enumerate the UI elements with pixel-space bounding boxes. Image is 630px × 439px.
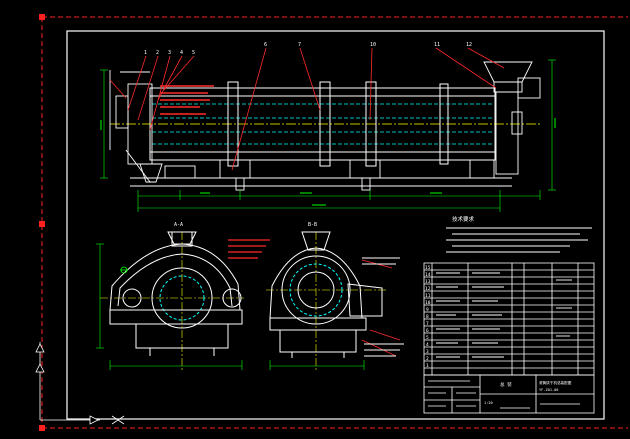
bom-grid <box>423 262 595 376</box>
callout-6: 6 <box>264 42 267 48</box>
view-b-label: B-B <box>308 222 317 228</box>
bom-row-12: 12 <box>425 286 431 292</box>
drawing-frame <box>66 30 605 420</box>
main-view-dimensions <box>100 59 556 212</box>
drawing-scale: 1:20 <box>484 401 493 405</box>
title-block[interactable]: 总 装 滚筒烘干机总装配图 YF-Z01-00 1:20 <box>423 374 595 414</box>
callout-7: 7 <box>298 42 301 48</box>
bom-row-8: 8 <box>426 314 429 320</box>
title-block-grid <box>423 374 595 414</box>
paper-border <box>41 16 628 429</box>
inlet-annotation-block <box>160 85 214 115</box>
callout-3: 3 <box>168 50 171 56</box>
bom-row-15: 15 <box>425 265 431 271</box>
main-elevation-view[interactable]: 1 2 3 4 5 6 7 10 11 12 <box>100 42 556 212</box>
bom-row-1: 1 <box>426 363 429 369</box>
drawing-name: 滚筒烘干机总装配图 <box>539 380 572 385</box>
callout-10: 10 <box>370 42 376 48</box>
bom-row-numbers: 15 14 13 12 11 10 9 8 7 6 5 4 3 2 1 <box>425 265 431 369</box>
bom-row-6: 6 <box>426 328 429 334</box>
bom-row-13: 13 <box>425 279 431 285</box>
callout-leaders <box>109 47 505 171</box>
bill-of-materials[interactable]: 15 14 13 12 11 10 9 8 7 6 5 4 3 2 1 <box>423 262 595 376</box>
paper-border-grips[interactable] <box>39 14 45 431</box>
grip-marker-icon[interactable] <box>120 266 128 274</box>
main-view-dim-text <box>100 118 556 206</box>
drum-inner-hidden <box>152 103 493 145</box>
bom-row-5: 5 <box>426 335 429 341</box>
title-mid: 总 装 <box>500 381 512 388</box>
title-block-text-lines <box>428 380 580 409</box>
callout-11: 11 <box>434 42 440 48</box>
view-b-annotation-blocks <box>362 257 404 357</box>
bom-cell-text <box>436 272 572 358</box>
bom-row-3: 3 <box>426 349 429 355</box>
bom-row-9: 9 <box>426 307 429 313</box>
callout-labels: 1 2 3 4 5 6 7 10 11 12 <box>144 42 472 56</box>
bom-row-10: 10 <box>425 300 431 306</box>
ucs-axis-icon[interactable] <box>35 342 125 425</box>
callout-12: 12 <box>466 42 472 48</box>
view-b-dimensions <box>269 360 365 370</box>
bom-row-2: 2 <box>426 356 429 362</box>
section-view-b[interactable]: B-B <box>266 222 404 372</box>
view-a-label: A-A <box>174 222 183 228</box>
notes-heading: 技术要求 <box>452 215 475 223</box>
callout-2: 2 <box>156 50 159 56</box>
drawing-code: YF-Z01-00 <box>539 388 558 392</box>
view-b-outline <box>269 231 383 358</box>
discharge-hood <box>483 61 541 175</box>
callout-5: 5 <box>192 50 195 56</box>
drum-rings <box>227 81 449 167</box>
bom-row-7: 7 <box>426 321 429 327</box>
bom-row-11: 11 <box>425 293 431 299</box>
callout-4: 4 <box>180 50 183 56</box>
callout-1: 1 <box>144 50 147 56</box>
feed-head-assembly <box>109 70 163 183</box>
bom-row-4: 4 <box>426 342 429 348</box>
notes-lines <box>446 227 592 253</box>
view-a-annotation-block <box>228 239 270 259</box>
technical-requirements: 技术要求 <box>446 215 592 253</box>
view-a-dimensions <box>96 243 243 370</box>
bom-row-14: 14 <box>425 272 431 278</box>
